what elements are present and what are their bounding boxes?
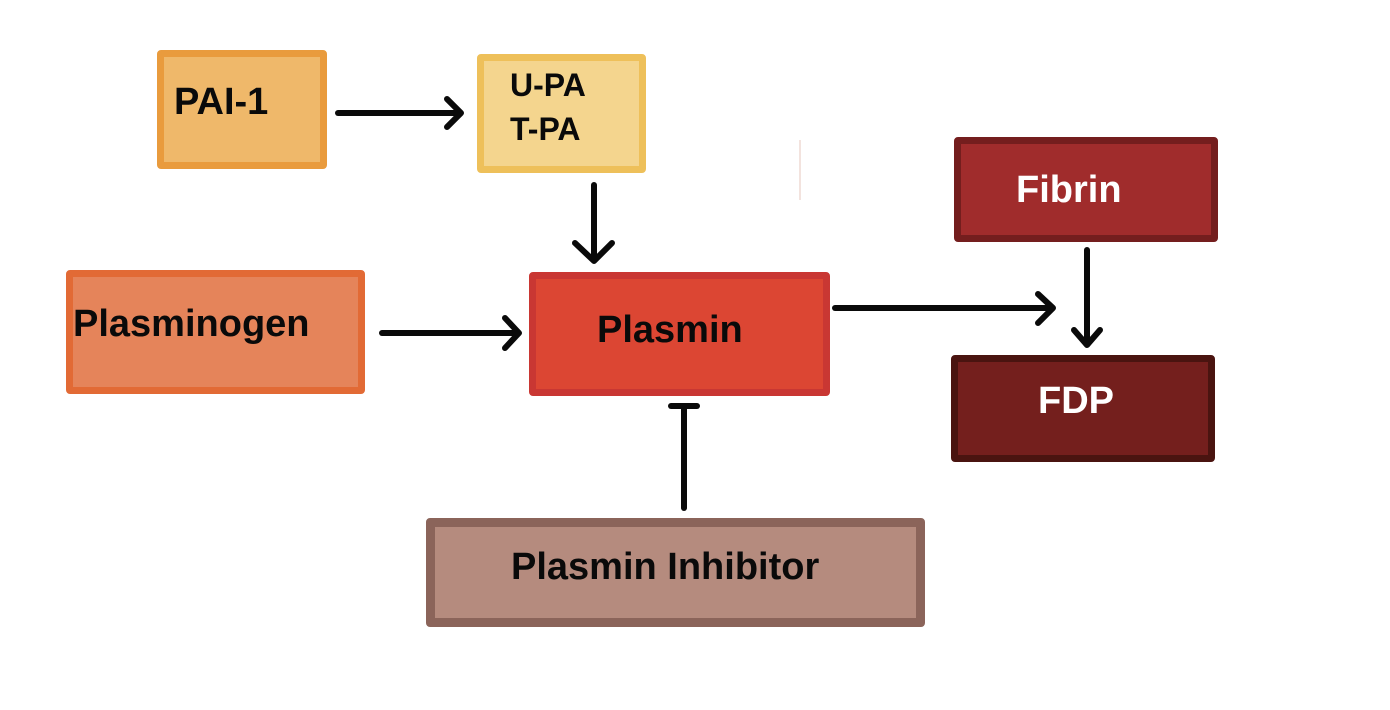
edge-fibrin-to-fdp <box>1071 247 1103 348</box>
node-fdp: FDP <box>951 355 1215 462</box>
node-pai-1: PAI-1 <box>157 50 327 169</box>
edge-pa-to-plasmin <box>572 182 615 264</box>
edge-plasmin-to-fdp <box>832 291 1056 326</box>
node-label-tpa: T-PA <box>510 111 581 147</box>
node-label: PAI-1 <box>174 81 269 123</box>
node-label-upa: U-PA <box>510 67 586 103</box>
node-plasmin-inhibitor: Plasmin Inhibitor <box>426 518 925 627</box>
node-label: Plasmin <box>597 309 743 351</box>
edge-inhibitor-to-plasmin <box>668 403 700 511</box>
node-plasminogen-activators: U-PA T-PA <box>477 54 646 173</box>
edge-pai1-to-pa <box>335 96 464 130</box>
node-plasminogen: Plasminogen <box>66 270 365 394</box>
node-label: FDP <box>1038 380 1114 422</box>
edge-plasminogen-to-plasmin <box>379 315 522 351</box>
node-label: Fibrin <box>1016 169 1122 211</box>
node-fibrin: Fibrin <box>954 137 1218 242</box>
node-label: Plasmin Inhibitor <box>511 546 820 588</box>
node-label: Plasminogen <box>73 303 310 345</box>
node-plasmin: Plasmin <box>529 272 830 396</box>
